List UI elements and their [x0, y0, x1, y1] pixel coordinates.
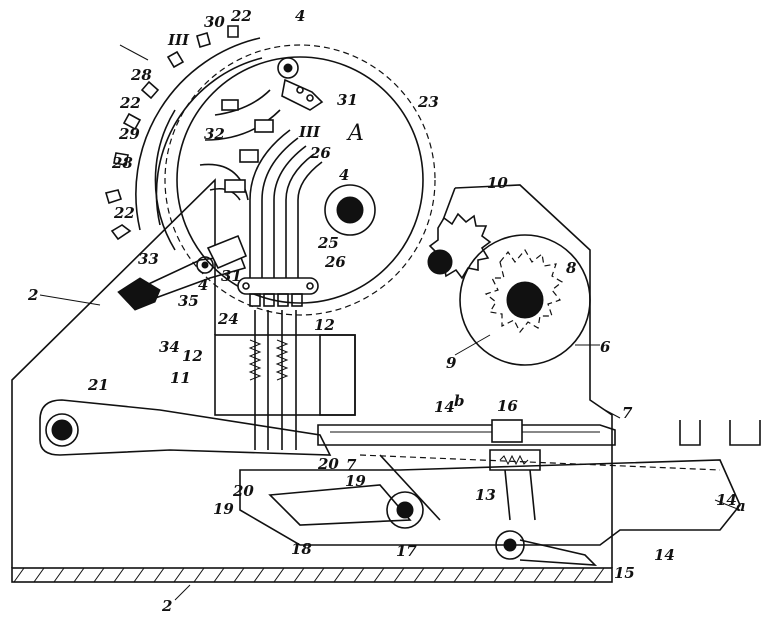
label-15: 15	[614, 564, 635, 582]
slide-plate-7	[317, 424, 616, 446]
label-14: 14	[654, 546, 675, 564]
label-35: 35	[178, 292, 199, 310]
label-9: 9	[446, 354, 457, 372]
label-32: 32	[204, 125, 225, 143]
label-8: 8	[566, 259, 577, 277]
spring-block-11	[214, 310, 356, 450]
label-12: 12	[182, 347, 203, 365]
center-shaft-4	[324, 184, 376, 236]
label-14a-sub: a	[736, 497, 746, 515]
label-28: 28	[130, 66, 152, 84]
label-14b: 14	[434, 398, 455, 416]
label-20: 20	[317, 455, 339, 473]
label-4: 4	[198, 276, 208, 294]
label-23: 23	[417, 93, 439, 111]
label-16: 16	[497, 397, 518, 415]
label-7: 7	[346, 456, 357, 474]
label-6: 6	[600, 338, 611, 356]
label-33: 33	[138, 250, 159, 268]
leader-lines	[39, 44, 741, 601]
label-2: 2	[27, 286, 38, 304]
label-18: 18	[291, 540, 312, 558]
roller-15	[495, 530, 598, 566]
type-disc-23	[154, 44, 436, 316]
label-24: 24	[217, 310, 239, 328]
label-A: A	[346, 121, 364, 146]
frame-plate	[11, 178, 613, 568]
label-14a: 14	[716, 491, 737, 509]
label-25: 25	[317, 234, 339, 252]
label-12: 12	[314, 316, 335, 334]
lever-21	[39, 399, 332, 456]
label-22: 22	[113, 204, 135, 222]
reference-labels: 30 22 4 III 28 22 31 23 A 29 32 III 26 2…	[27, 7, 746, 615]
label-20: 20	[232, 482, 254, 500]
label-III: III	[167, 31, 190, 49]
label-13: 13	[475, 486, 496, 504]
label-34: 34	[159, 338, 180, 356]
upper-lever-31	[277, 57, 324, 111]
label-17: 17	[396, 542, 417, 560]
label-19: 19	[345, 472, 366, 490]
label-22: 22	[119, 94, 141, 112]
label-III: III	[298, 123, 321, 141]
label-21: 21	[87, 376, 109, 394]
gear-9	[459, 234, 591, 366]
label-26: 26	[324, 253, 346, 271]
label-22: 22	[230, 7, 252, 25]
gear-10	[427, 212, 492, 280]
clamp-bar-26	[237, 277, 319, 307]
label-19: 19	[213, 500, 234, 518]
block-16	[491, 419, 523, 443]
label-4: 4	[295, 7, 305, 25]
label-2: 2	[161, 597, 172, 615]
label-14b-sub: b	[454, 392, 465, 410]
label-7: 7	[622, 404, 633, 422]
label-31: 31	[337, 91, 358, 109]
label-26: 26	[309, 144, 331, 162]
label-10: 10	[487, 174, 508, 192]
label-11: 11	[170, 369, 191, 387]
label-29: 29	[118, 125, 140, 143]
label-28: 28	[111, 154, 133, 172]
label-4: 4	[339, 166, 349, 184]
label-30: 30	[204, 13, 225, 31]
type-segment-arc	[104, 25, 263, 241]
spring-13	[489, 449, 541, 521]
base-plate	[11, 567, 613, 583]
label-31: 31	[221, 267, 242, 285]
cable-bundle-25	[199, 89, 323, 290]
lever-18	[268, 454, 441, 529]
key-lever-33	[117, 234, 248, 311]
